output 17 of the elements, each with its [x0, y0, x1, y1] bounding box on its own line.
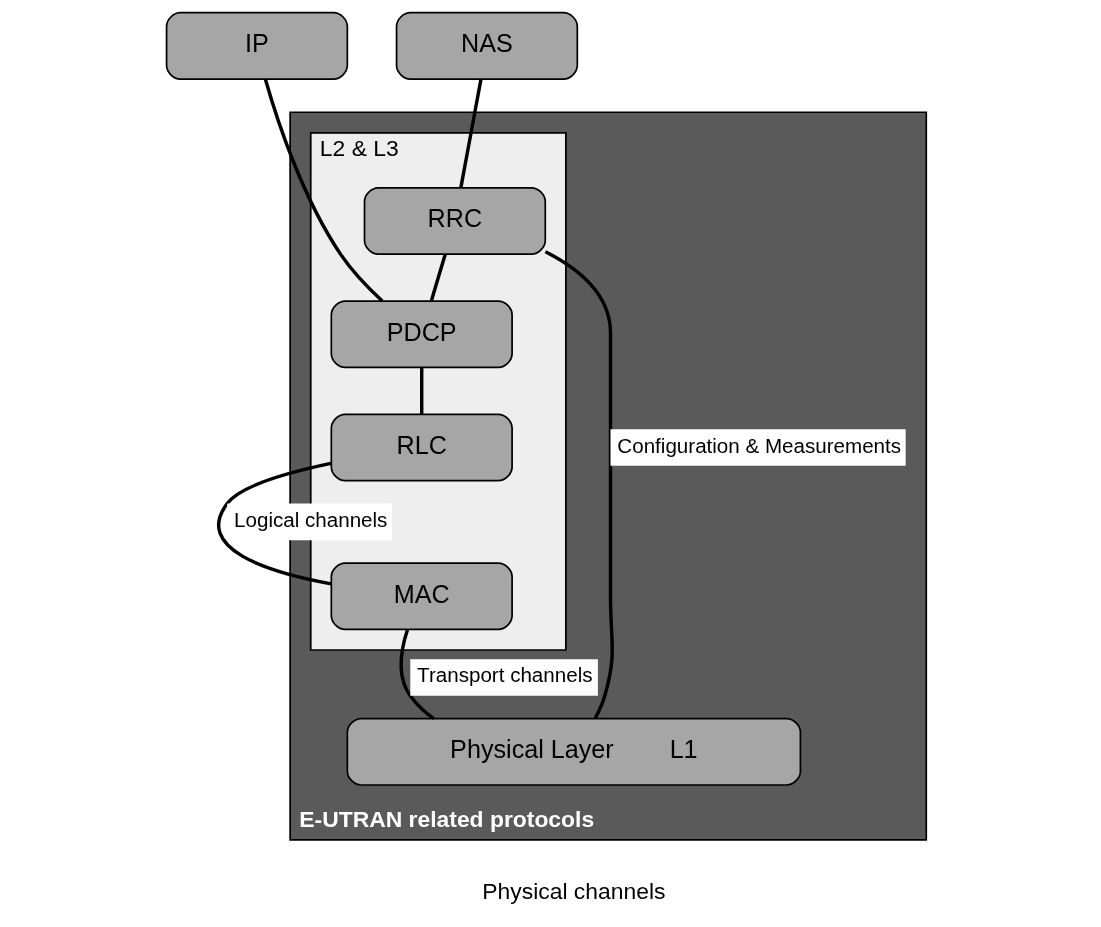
connector — [458, 78, 483, 188]
edge-label: Configuration & Measurements — [616, 433, 901, 457]
connector — [544, 250, 614, 720]
label: Physical channels — [481, 878, 665, 905]
connector — [399, 628, 435, 720]
connector — [216, 461, 332, 586]
connector — [263, 78, 383, 303]
node-box: IP — [165, 11, 348, 80]
node-box: Physical Layer L1 — [346, 717, 801, 786]
node-box: MAC — [329, 562, 513, 631]
connector — [419, 367, 423, 414]
node-box: RRC — [363, 186, 546, 255]
node-box: NAS — [395, 11, 578, 80]
node-box: PDCP — [329, 300, 513, 369]
connector — [429, 253, 447, 302]
node-box: RLC — [329, 413, 513, 482]
edge-label: Transport channels — [416, 663, 593, 687]
